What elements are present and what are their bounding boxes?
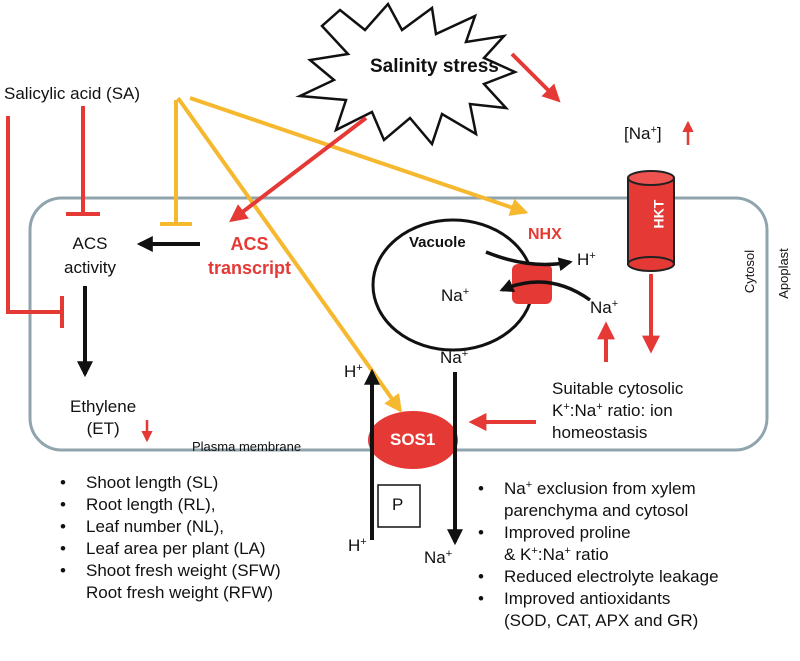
ion-homeostasis-label: Suitable cytosolic K+:Na+ ratio: ion hom… bbox=[552, 379, 684, 442]
salicylic-acid-label: Salicylic acid (SA) bbox=[4, 84, 141, 103]
list-item: Shoot fresh weight (SFW) bbox=[56, 560, 281, 582]
ethylene-label: Ethylene(ET) bbox=[70, 397, 137, 438]
list-item: Leaf area per plant (LA) bbox=[56, 538, 281, 560]
h-bottom-label: H+ bbox=[348, 535, 367, 555]
plasma-membrane-label: Plasma membrane bbox=[192, 439, 302, 454]
stress-to-na-arrow bbox=[510, 52, 561, 103]
list-item: parenchyma and cytosol bbox=[504, 501, 689, 520]
na-concentration-label: [Na+] bbox=[624, 123, 662, 143]
hkt-label: HKT bbox=[650, 199, 667, 229]
sos1-label: SOS1 bbox=[390, 430, 436, 449]
nhx-h-label: H+ bbox=[577, 249, 596, 269]
list-item: (SOD, CAT, APX and GR) bbox=[504, 611, 699, 630]
nhx-na-in-arrow bbox=[499, 279, 592, 302]
sa-inhibits-ethylene-path bbox=[6, 116, 60, 314]
list-item: Shoot length (SL) bbox=[56, 472, 281, 494]
na-top-label: Na+ bbox=[440, 347, 469, 367]
growth-parameters-list: Shoot length (SL) Root length (RL), Leaf… bbox=[56, 472, 281, 604]
tolerance-outcomes-list: Na+ exclusion from xylem parenchyma and … bbox=[474, 478, 719, 632]
nhx-label: NHX bbox=[528, 226, 562, 243]
salinity-stress-burst bbox=[295, 1, 519, 147]
list-item: Reduced electrolyte leakage bbox=[474, 566, 719, 588]
cytosol-label: Cytosol bbox=[742, 249, 758, 294]
list-item: Root length (RL), bbox=[56, 494, 281, 516]
list-item: & K+:Na+ ratio bbox=[504, 544, 609, 564]
sa-to-sos1-arrow bbox=[176, 96, 403, 413]
phosphate-box bbox=[377, 484, 421, 528]
list-item: Improved proline bbox=[474, 522, 719, 544]
phosphate-label: P bbox=[392, 495, 404, 514]
apoplast-label: Apoplast bbox=[775, 248, 791, 299]
vacuole-na-label: Na+ bbox=[441, 285, 470, 305]
list-item: Improved antioxidants bbox=[474, 588, 719, 610]
sos1-transporter bbox=[368, 411, 458, 469]
h-top-label: H+ bbox=[344, 361, 363, 381]
list-item: Root fresh weight (RFW) bbox=[86, 583, 274, 602]
stress-to-acs-transcript-arrow bbox=[229, 116, 368, 223]
hkt-transporter bbox=[627, 170, 675, 272]
salinity-stress-label: Salinity stress bbox=[370, 56, 499, 77]
nhx-h-out-arrow bbox=[485, 250, 573, 272]
cytosol-na-label: Na+ bbox=[590, 297, 619, 317]
list-item: Leaf number (NL), bbox=[56, 516, 281, 538]
vacuole-label: Vacuole bbox=[409, 234, 466, 251]
sa-to-nhx-arrow bbox=[189, 96, 529, 216]
list-item: Na+ exclusion from xylem bbox=[474, 478, 719, 500]
na-bottom-label: Na+ bbox=[424, 547, 453, 567]
